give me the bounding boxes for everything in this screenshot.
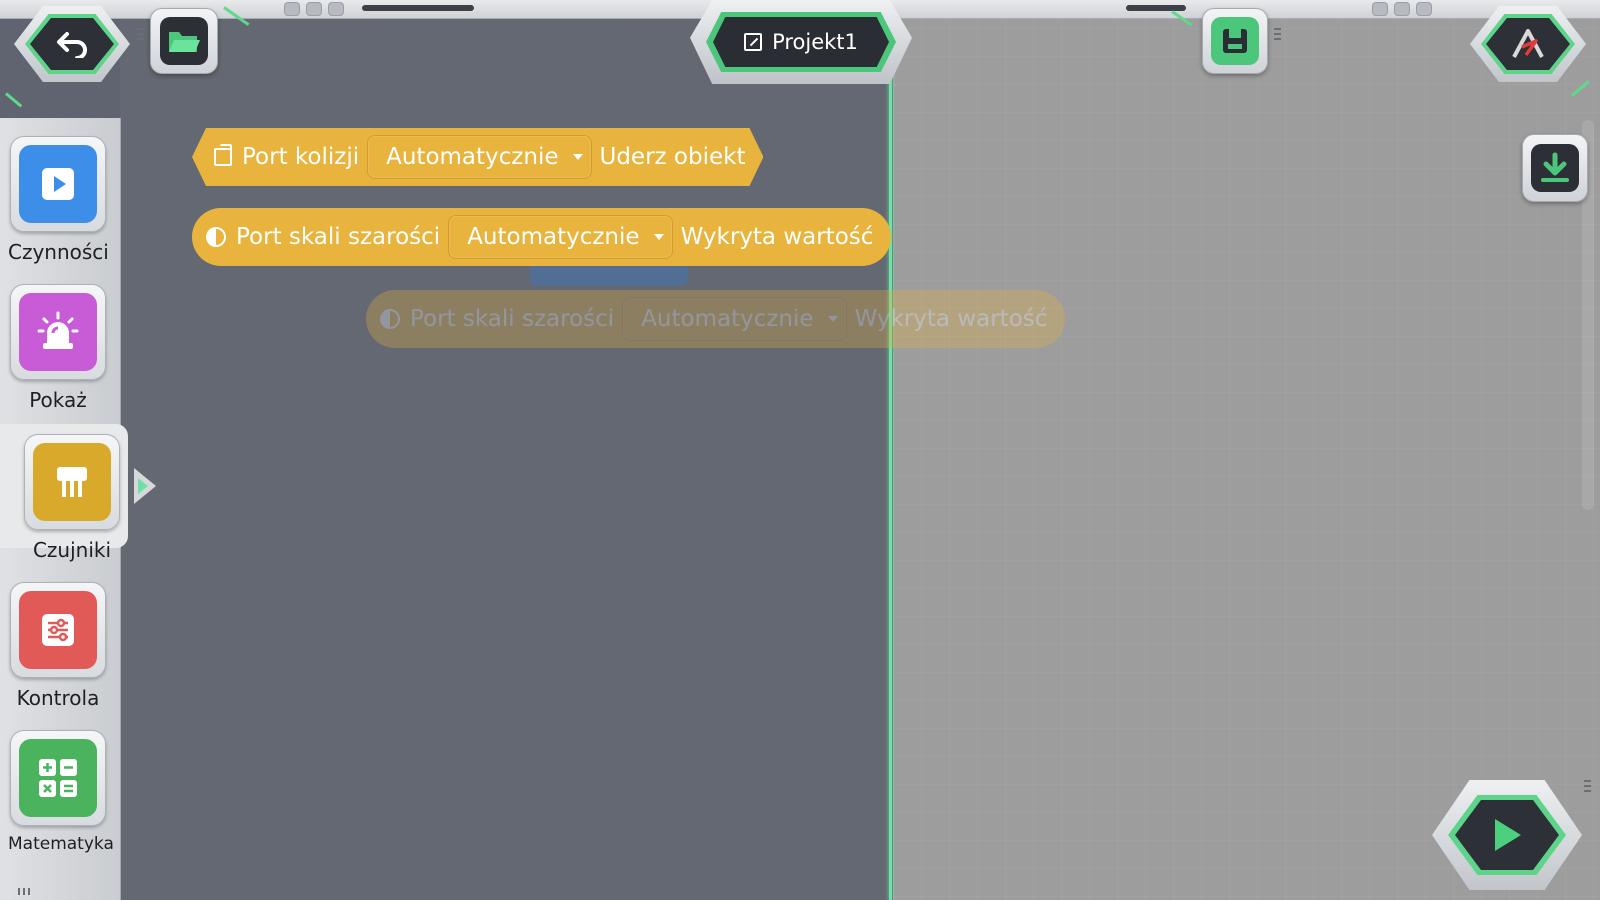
- play-icon: [42, 168, 74, 200]
- open-project-button[interactable]: [150, 8, 218, 74]
- chevron-down-icon: [653, 234, 664, 240]
- menu-grip-icon: [137, 28, 144, 40]
- collision-port-block[interactable]: Port kolizji Automatycznie Uderz obiekt: [192, 128, 763, 186]
- dropdown-value: Automatycznie: [641, 306, 814, 332]
- folder-icon: [169, 32, 200, 52]
- alarm-light-icon: [37, 311, 79, 349]
- dragging-block-ghost: Port skali szarości Automatycznie Wykryt…: [366, 290, 1066, 348]
- stage-area[interactable]: [893, 0, 1600, 900]
- block-label: Port kolizji: [242, 144, 360, 170]
- grayscale-port-block[interactable]: Port skali szarości Automatycznie Wykryt…: [192, 208, 892, 266]
- frame-accent: [5, 92, 23, 108]
- stage-scrollbar[interactable]: [1582, 120, 1594, 510]
- frame-dots-left: [284, 2, 344, 16]
- block-label: Port skali szarości: [236, 224, 441, 250]
- grayscale-icon: [206, 227, 226, 247]
- edit-icon: [744, 33, 763, 51]
- back-arrow-icon: [57, 32, 87, 58]
- device-button[interactable]: [1470, 6, 1586, 82]
- active-category-pointer-accent: [138, 478, 148, 494]
- frame-dots-right: [1372, 2, 1432, 16]
- run-button[interactable]: [1432, 780, 1582, 890]
- dropdown-value: Automatycznie: [467, 224, 640, 250]
- project-title: Projekt1: [772, 30, 858, 54]
- dropdown-value: Automatycznie: [386, 144, 559, 170]
- sidebar-grip-icon: [18, 888, 30, 895]
- menu-grip-icon: [1274, 28, 1281, 40]
- block-label: Port skali szarości: [410, 306, 615, 332]
- port-dropdown: Automatycznie: [622, 297, 847, 341]
- block-label: Wykryta wartość: [854, 306, 1048, 332]
- play-icon: [1495, 819, 1521, 851]
- ai-logo-icon: [1512, 29, 1544, 58]
- download-icon: [1541, 152, 1569, 182]
- chevron-down-icon: [573, 154, 583, 160]
- grayscale-icon: [380, 309, 400, 329]
- collision-port-icon: [214, 148, 232, 166]
- math-icon: [39, 759, 77, 797]
- sliders-icon: [42, 614, 74, 646]
- sensor-icon: [57, 467, 87, 497]
- menu-grip-icon: [1584, 780, 1591, 792]
- sidebar-item-czynnosci[interactable]: Czynności: [8, 136, 109, 264]
- port-dropdown[interactable]: Automatycznie: [367, 135, 591, 179]
- sidebar-item-label: Czujniki: [32, 538, 112, 562]
- sidebar-item-kontrola[interactable]: Kontrola: [8, 582, 108, 710]
- port-dropdown[interactable]: Automatycznie: [448, 215, 673, 259]
- back-button[interactable]: [14, 6, 130, 82]
- project-title-button[interactable]: Projekt1: [690, 0, 912, 84]
- sidebar-item-label: Pokaż: [29, 388, 87, 412]
- sidebar-item-label: Kontrola: [16, 686, 100, 710]
- sidebar-item-label: Czynności: [8, 240, 109, 264]
- sidebar-item-pokaz[interactable]: Pokaż: [8, 284, 108, 412]
- split-divider[interactable]: [889, 60, 892, 900]
- sidebar-item-matematyka[interactable]: Matematyka: [8, 730, 114, 854]
- floppy-disk-icon: [1223, 29, 1247, 53]
- block-label: Uderz obiekt: [599, 144, 746, 170]
- frame-slot-right: [1126, 5, 1186, 11]
- save-button[interactable]: [1202, 8, 1268, 74]
- block-label: Wykryta wartość: [680, 224, 874, 250]
- sidebar-item-czujniki[interactable]: Czujniki: [22, 434, 122, 562]
- frame-slot-left: [362, 5, 474, 11]
- download-button[interactable]: [1522, 134, 1588, 202]
- sidebar-item-label: Matematyka: [8, 834, 114, 854]
- chevron-down-icon: [827, 316, 838, 322]
